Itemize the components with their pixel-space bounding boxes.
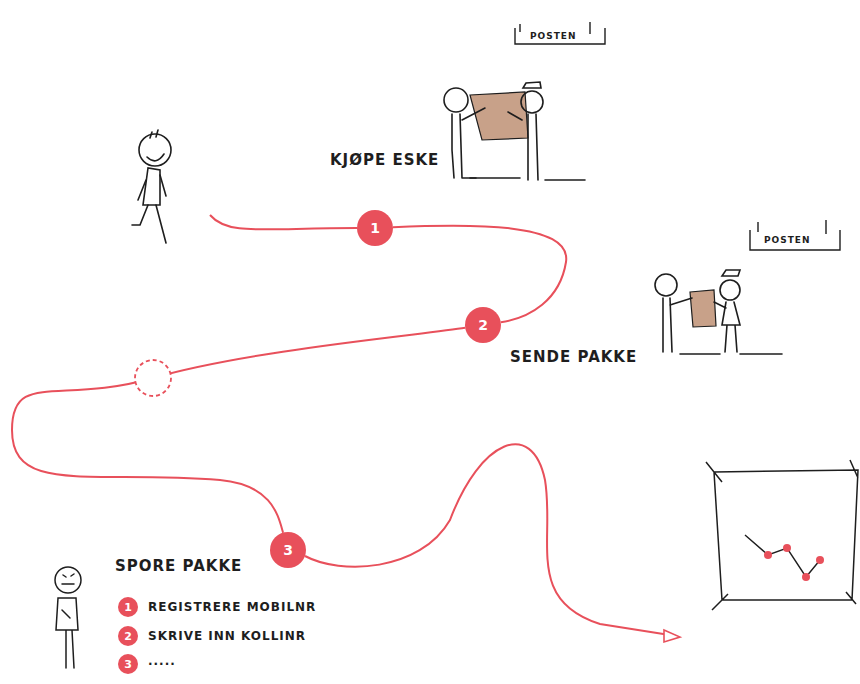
substep-text: ..... bbox=[148, 655, 176, 667]
customer-arm bbox=[462, 108, 485, 120]
customer-body bbox=[452, 114, 476, 178]
sign-frame bbox=[750, 220, 840, 250]
step-number: 3 bbox=[124, 658, 132, 671]
chart-points bbox=[764, 544, 824, 581]
journey-end-line bbox=[305, 444, 676, 636]
counter bbox=[470, 178, 585, 180]
clerk-cap bbox=[722, 270, 740, 276]
mouth bbox=[147, 154, 164, 161]
list-number: 1 bbox=[118, 597, 138, 617]
counter bbox=[680, 353, 782, 355]
person-body bbox=[143, 168, 160, 205]
walking-person bbox=[132, 130, 171, 243]
customer-body bbox=[663, 298, 692, 352]
step-title: SPORE PAKKE bbox=[115, 559, 242, 574]
list-number: 2 bbox=[118, 626, 138, 646]
parcel bbox=[690, 290, 716, 327]
person-body bbox=[56, 598, 78, 668]
journey-step: 2 bbox=[465, 307, 501, 343]
clerk-cap bbox=[523, 82, 541, 88]
clerk-head bbox=[720, 280, 740, 300]
sign-text: POSTEN bbox=[530, 32, 577, 41]
sign-frame bbox=[515, 22, 605, 44]
person-head bbox=[139, 134, 171, 166]
customer-head bbox=[444, 88, 468, 112]
clerk-body bbox=[508, 112, 538, 180]
journey-step: 1 bbox=[357, 210, 393, 246]
step-number: 2 bbox=[478, 317, 488, 333]
tracking-person bbox=[55, 567, 81, 668]
person-face bbox=[62, 574, 74, 584]
journey-connector bbox=[12, 328, 465, 533]
clerk-head bbox=[521, 91, 543, 113]
person-arms bbox=[138, 175, 166, 200]
step-number: 2 bbox=[124, 630, 132, 643]
sign-text: POSTEN bbox=[764, 236, 811, 245]
person-head bbox=[55, 567, 81, 593]
dashed-step-circle bbox=[135, 360, 171, 396]
step-number: 1 bbox=[124, 601, 132, 614]
list-number: 3 bbox=[118, 654, 138, 674]
journey-arrowhead bbox=[664, 630, 680, 642]
substep-text: REGISTRERE MOBILNR bbox=[148, 601, 316, 613]
post-office-scene-1 bbox=[444, 22, 605, 180]
box-package bbox=[470, 92, 528, 140]
step-number: 1 bbox=[370, 220, 380, 236]
step-number: 3 bbox=[283, 542, 293, 558]
clerk-body bbox=[714, 302, 740, 352]
person-legs bbox=[132, 205, 166, 243]
step-title: SENDE PAKKE bbox=[510, 350, 637, 365]
chart-sketch bbox=[706, 460, 858, 610]
substep-text: SKRIVE INN KOLLINR bbox=[148, 630, 306, 642]
chart-frame bbox=[706, 460, 858, 610]
step-title: KJØPE ESKE bbox=[330, 153, 439, 168]
hair bbox=[150, 130, 158, 138]
customer-head bbox=[655, 274, 677, 296]
post-office-scene-2 bbox=[655, 220, 840, 354]
journey-step: 3 bbox=[270, 532, 306, 568]
journey-start-line bbox=[210, 215, 357, 229]
chart-line bbox=[745, 535, 820, 577]
